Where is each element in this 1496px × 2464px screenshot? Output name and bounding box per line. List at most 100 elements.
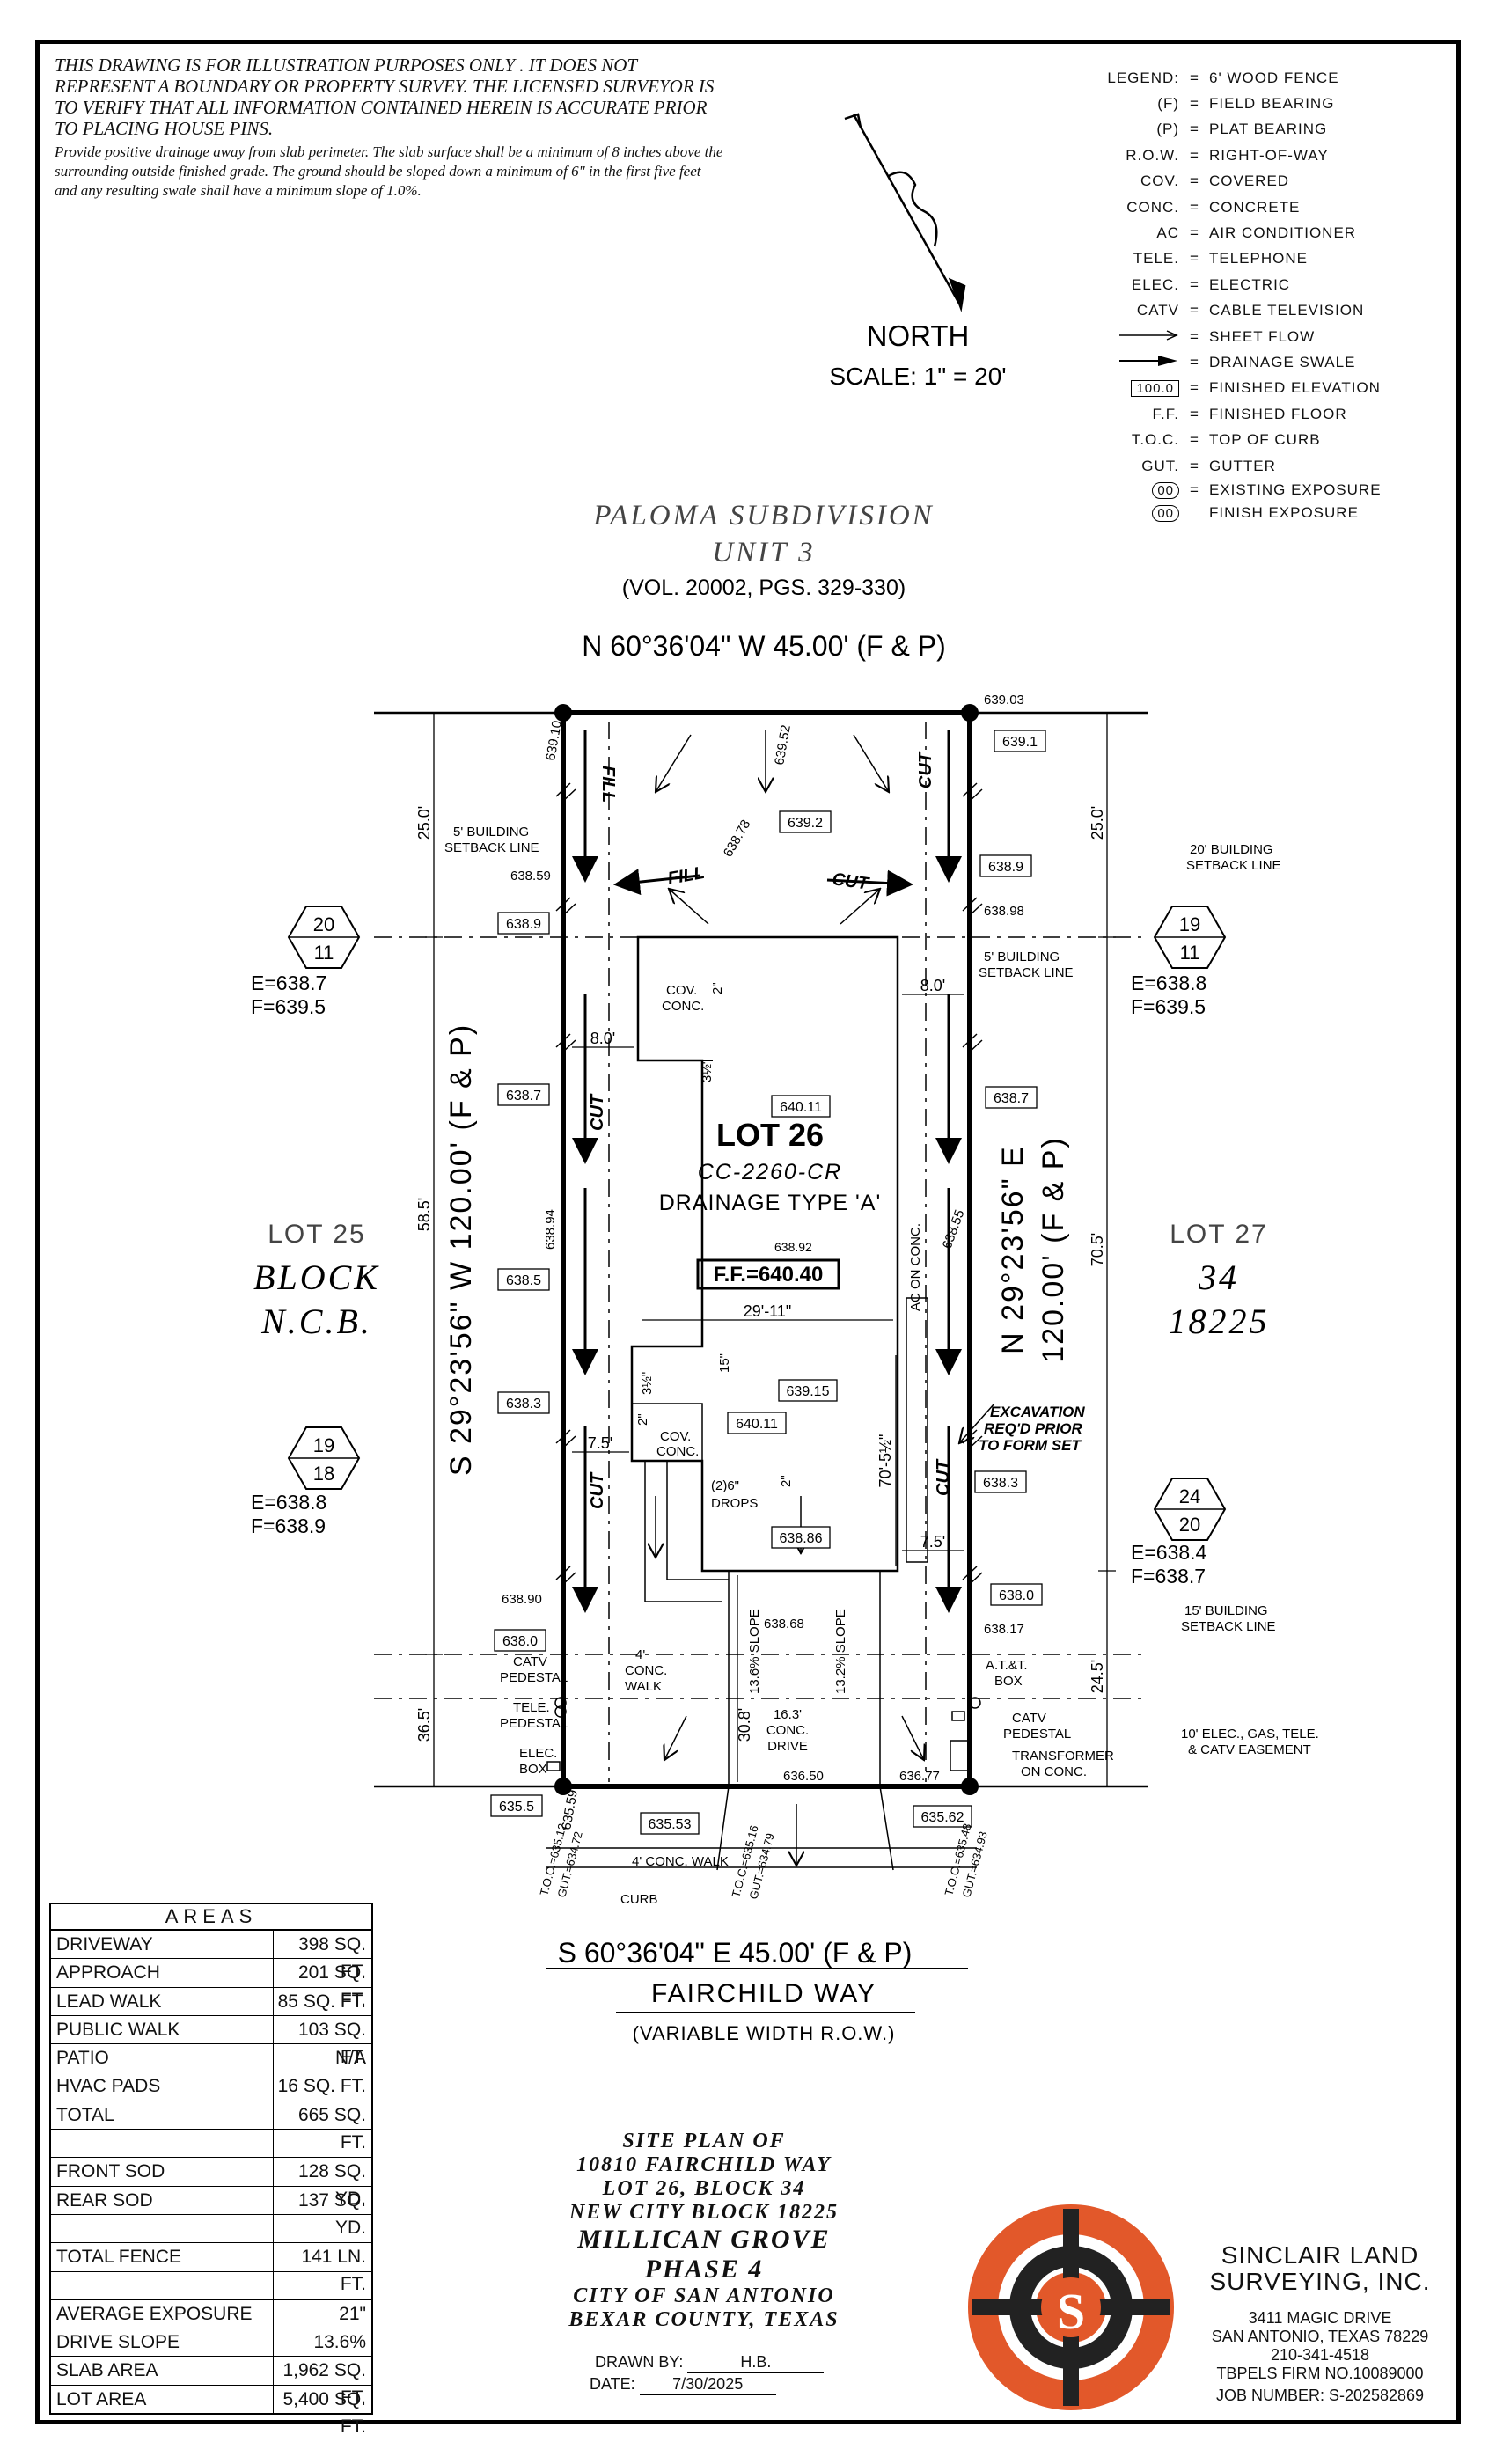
excavation-note: TO FORM SET xyxy=(979,1437,1082,1454)
svg-text:CATV: CATV xyxy=(513,1654,547,1669)
exposure-marker: 24 20 E=638.4 F=638.7 xyxy=(1131,1478,1227,1588)
bsl-label: SETBACK LINE xyxy=(1186,858,1281,873)
legend-row: 100.0=FINISHED ELEVATION xyxy=(1091,376,1461,401)
job-number: JOB NUMBER: S-202582869 xyxy=(1215,2387,1425,2404)
legend-row: TELE.=TELEPHONE xyxy=(1133,250,1308,268)
svg-text:638.98: 638.98 xyxy=(984,904,1024,919)
dim-label: 8.0' xyxy=(590,1030,615,1047)
cut-label: CUT xyxy=(588,1471,607,1509)
svg-text:PEDESTAL: PEDESTAL xyxy=(500,1670,568,1685)
svg-text:BOX: BOX xyxy=(994,1674,1023,1689)
legend-row: =DRAINAGE SWALE xyxy=(1091,349,1461,375)
corner-pin xyxy=(554,1778,572,1795)
svg-text:11: 11 xyxy=(1180,942,1200,964)
svg-text:24: 24 xyxy=(1179,1485,1200,1507)
bsl-label: SETBACK LINE xyxy=(979,965,1074,980)
tele-pedestal-icon xyxy=(554,1705,567,1718)
elevation-label: 638.86 xyxy=(780,1531,823,1546)
bsl-label: SETBACK LINE xyxy=(444,840,539,855)
svg-text:638.17: 638.17 xyxy=(984,1622,1024,1637)
svg-text:CONC.: CONC. xyxy=(625,1663,667,1678)
boxed-elevations: 639.1 639.2 638.9 638.9 638.7 638.7 640.… xyxy=(490,730,1046,1835)
svg-text:18: 18 xyxy=(313,1463,334,1485)
lead-walk xyxy=(644,1461,722,1602)
svg-text:PEDESTAL: PEDESTAL xyxy=(500,1716,568,1731)
company-name: SINCLAIR LAND xyxy=(1221,2241,1419,2269)
left-lot: LOT 25 xyxy=(268,1220,366,1249)
drawn-date: 7/30/2025 xyxy=(639,2373,776,2395)
fill-label: FILL xyxy=(598,766,618,803)
elevation-label: 638.7 xyxy=(994,1091,1029,1106)
svg-text:638.68: 638.68 xyxy=(764,1617,804,1632)
excavation-note: EXCAVATION xyxy=(990,1404,1085,1420)
svg-text:CONC.: CONC. xyxy=(766,1723,809,1738)
svg-text:636.50: 636.50 xyxy=(783,1769,824,1784)
right-block: 34 xyxy=(1198,1258,1239,1297)
dim-label: 30.8' xyxy=(736,1708,753,1742)
bsl-label: 20' BUILDING xyxy=(1190,842,1273,857)
company-logo-icon: S xyxy=(968,2204,1174,2410)
elevation-label: 635.53 xyxy=(649,1817,692,1832)
lot-number: LOT 26 xyxy=(716,1117,824,1153)
elevation-label: 640.11 xyxy=(736,1417,778,1432)
svg-text:DROPS: DROPS xyxy=(711,1496,758,1511)
dim-label: 24.5' xyxy=(1089,1660,1106,1693)
svg-text:CONC.: CONC. xyxy=(662,999,704,1014)
elevation-label: 640.11 xyxy=(780,1100,822,1115)
drainage-swale-arrows xyxy=(572,730,962,1613)
elevation-label: 638.0 xyxy=(502,1634,538,1649)
svg-text:F=639.5: F=639.5 xyxy=(1131,995,1206,1018)
elevation-label: 639.15 xyxy=(787,1384,830,1399)
legend-row: T.O.C.=TOP OF CURB xyxy=(1131,431,1321,449)
ff-point: 638.92 xyxy=(774,1240,812,1254)
svg-text:TRANSFORMER: TRANSFORMER xyxy=(1012,1749,1114,1764)
legend-row: R.O.W.=RIGHT-OF-WAY xyxy=(1126,146,1329,164)
fence-marks xyxy=(555,782,983,1587)
svg-text:CURB: CURB xyxy=(620,1892,658,1907)
east-bearing-2: 120.00' (F & P) xyxy=(1037,1136,1070,1363)
north-bearing: N 60°36'04" W 45.00' (F & P) xyxy=(582,630,945,662)
north-label: NORTH xyxy=(867,319,970,352)
elevation-label: 638.5 xyxy=(506,1273,541,1288)
svg-text:11: 11 xyxy=(314,942,334,964)
subdivision-ref: (VOL. 20002, PGS. 329-330) xyxy=(622,576,906,600)
svg-text:E=638.8: E=638.8 xyxy=(251,1491,326,1514)
svg-text:2": 2" xyxy=(635,1413,650,1426)
svg-text:CONC.: CONC. xyxy=(656,1444,699,1459)
svg-text:E=638.7: E=638.7 xyxy=(251,972,326,994)
svg-text:19: 19 xyxy=(1179,913,1200,935)
row-label: (VARIABLE WIDTH R.O.W.) xyxy=(633,2022,896,2044)
elevation-label: 638.3 xyxy=(506,1397,541,1412)
svg-text:E=638.4: E=638.4 xyxy=(1131,1541,1207,1564)
lead-walk xyxy=(666,1461,729,1580)
svg-text:20: 20 xyxy=(1179,1514,1200,1536)
elevation-label: 638.9 xyxy=(506,917,541,932)
north-arrow-icon xyxy=(844,113,966,312)
svg-text:A.T.&T.: A.T.&T. xyxy=(986,1658,1028,1673)
elevation-label: 635.5 xyxy=(499,1800,534,1815)
svg-text:ON CONC.: ON CONC. xyxy=(1021,1764,1087,1779)
svg-text:4' CONC. WALK: 4' CONC. WALK xyxy=(632,1854,729,1869)
elevation-label: 638.9 xyxy=(988,860,1023,875)
svg-text:638.55: 638.55 xyxy=(940,1207,968,1250)
elevation-label: 638.0 xyxy=(999,1588,1034,1603)
approach-edge xyxy=(716,1786,730,1871)
easement-label: 10' ELEC., GAS, TELE. xyxy=(1181,1727,1319,1742)
company-block: SINCLAIR LAND SURVEYING, INC. 3411 MAGIC… xyxy=(1179,2242,1461,2405)
east-bearing-1: N 29°23'56" E xyxy=(996,1145,1030,1354)
left-ncb: N.C.B. xyxy=(260,1302,372,1341)
svg-text:13.6% SLOPE: 13.6% SLOPE xyxy=(747,1609,762,1694)
cut-label: CUT xyxy=(916,751,935,788)
disclaimer: This drawing is for illustration purpose… xyxy=(55,55,723,201)
svg-text:19: 19 xyxy=(313,1434,334,1456)
legend-row: (P)=PLAT BEARING xyxy=(1156,121,1328,138)
cut-label: CUT xyxy=(588,1093,607,1131)
